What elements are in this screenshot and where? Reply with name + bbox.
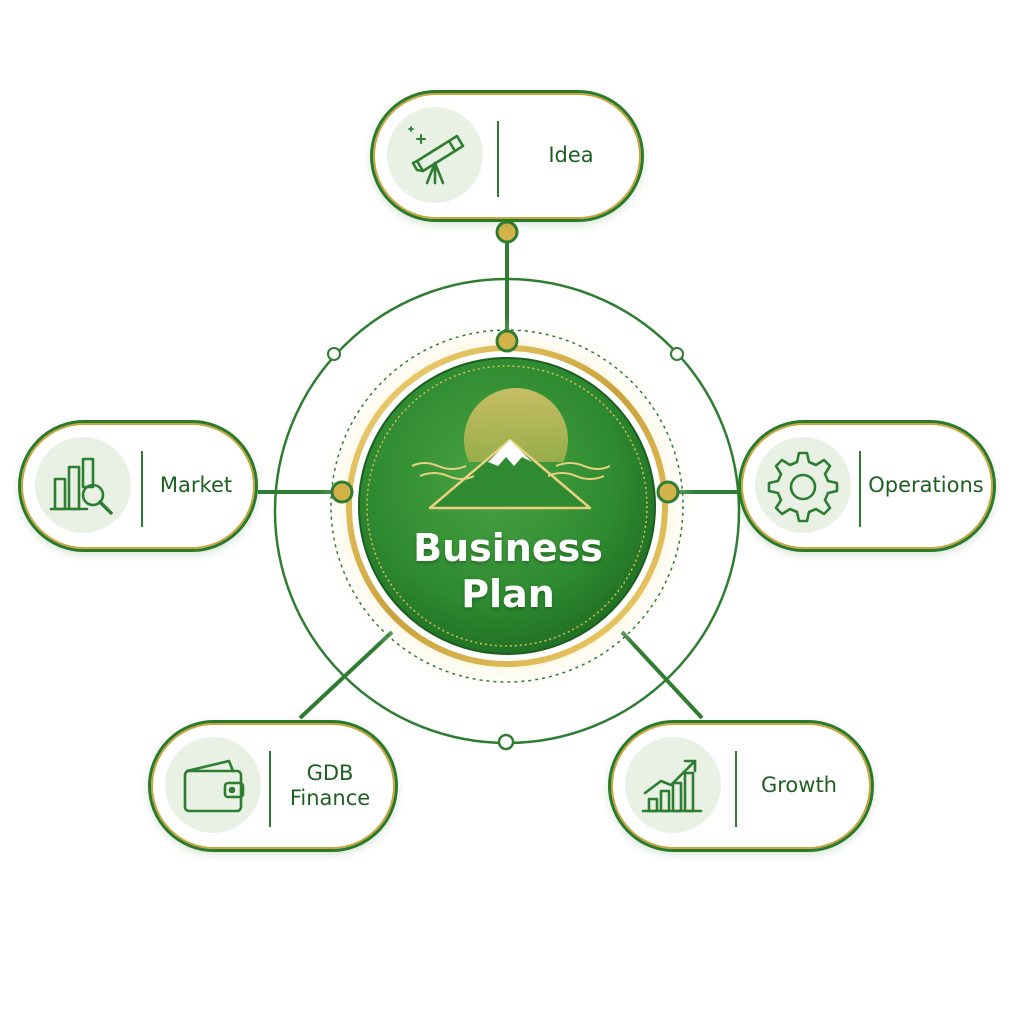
node-finance-label: GDB Finance — [271, 723, 389, 849]
node-growth-icon-badge — [625, 737, 721, 833]
telescope-icon — [408, 126, 465, 185]
connector-growth — [620, 630, 704, 720]
wallet-icon — [183, 759, 245, 813]
center-inner-gold-line — [366, 365, 648, 647]
node-idea-label-line1: Idea — [548, 143, 594, 168]
gear-icon — [767, 451, 839, 523]
node-idea-divider — [497, 121, 499, 197]
mountain-sun-icon — [411, 388, 611, 510]
node-finance-label-line1: GDB — [306, 760, 354, 785]
ring-dot-right — [656, 480, 680, 504]
node-operations-label: Operations — [861, 423, 991, 549]
growth-chart-icon — [641, 759, 703, 813]
node-market[interactable]: Market — [18, 420, 258, 552]
node-idea-label: Idea — [501, 93, 641, 219]
node-finance-icon-badge — [165, 737, 261, 833]
connector-finance — [298, 630, 394, 720]
node-idea-icon-badge — [387, 107, 483, 203]
node-finance[interactable]: GDB Finance — [148, 720, 398, 852]
node-operations-label-line1: Operations — [868, 473, 984, 498]
node-growth-label: Growth — [737, 723, 861, 849]
node-market-label-line1: Market — [159, 473, 233, 498]
ring-dot-top — [495, 329, 519, 353]
center-dotted-ring — [330, 329, 684, 683]
node-growth-divider — [735, 751, 737, 827]
bar-chart-magnifier-icon — [49, 457, 113, 515]
node-idea[interactable]: Idea — [370, 90, 644, 222]
node-finance-label-line2: Finance — [289, 786, 371, 810]
center-title-line1: Business — [413, 526, 603, 570]
node-growth-label-line1: Growth — [760, 773, 837, 798]
node-market-label: Market — [143, 423, 249, 549]
center-title-line2: Plan — [461, 571, 555, 616]
orbit-dot-top-left — [327, 347, 341, 361]
orbit-dot-bottom — [497, 733, 515, 751]
node-operations[interactable]: Operations — [738, 420, 996, 552]
node-finance-divider — [269, 751, 271, 827]
node-market-divider — [141, 451, 143, 527]
node-operations-icon-badge — [755, 437, 851, 533]
node-operations-divider — [859, 451, 861, 527]
ring-dot-idea-connector — [495, 220, 519, 244]
node-market-icon-badge — [35, 437, 131, 533]
orbit-dot-top-right — [670, 347, 684, 361]
center-title: Business Plan — [372, 526, 644, 617]
ring-dot-left — [330, 480, 354, 504]
node-growth[interactable]: Growth — [608, 720, 874, 852]
